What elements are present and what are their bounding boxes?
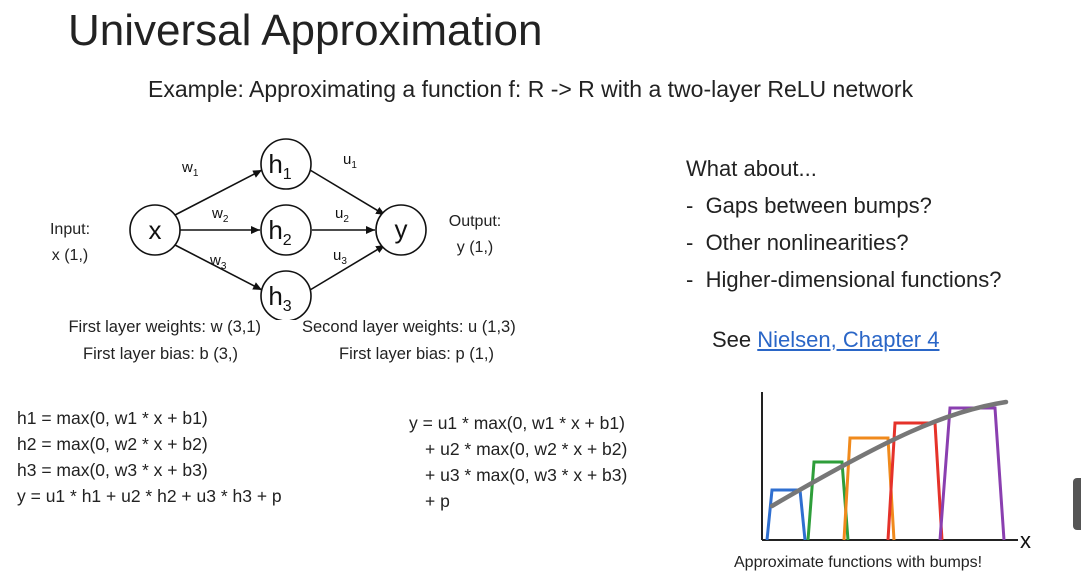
slide-subtitle: Example: Approximating a function f: R -… xyxy=(148,76,914,102)
node-h3-label: h3 xyxy=(268,281,291,315)
node-h1-label: h1 xyxy=(268,149,291,183)
second-layer-bias: First layer bias: p (1,) xyxy=(339,345,494,363)
equation-h1: h1 = max(0, w1 * x + b1) xyxy=(17,408,208,428)
second-layer-weights: Second layer weights: u (1,3) xyxy=(302,318,516,336)
edge-h1-y xyxy=(309,169,386,216)
weight-u2: u2 xyxy=(335,205,349,225)
node-x-label: x xyxy=(149,215,162,245)
question-item: Higher-dimensional functions? xyxy=(686,261,1002,298)
network-diagram: x h1 h2 h3 y w1 w2 w3 u1 u2 u3 Input: x … xyxy=(50,138,501,320)
see-reference: See Nielsen, Chapter 4 xyxy=(712,327,939,353)
weight-w2: w2 xyxy=(211,205,229,225)
equations-right: y = u1 * max(0, w1 * x + b1) + u2 * max(… xyxy=(409,410,627,514)
edge-x-h1 xyxy=(174,169,263,216)
side-scroll-handle[interactable] xyxy=(1073,478,1081,530)
weight-u1: u1 xyxy=(343,151,357,171)
edge-h3-y xyxy=(309,244,386,291)
bump-4 xyxy=(886,421,944,541)
equation-expanded-4: + p xyxy=(425,491,450,511)
nielsen-link[interactable]: Nielsen, Chapter 4 xyxy=(757,327,940,352)
weight-w1: w1 xyxy=(181,159,199,179)
weight-w3: w3 xyxy=(209,252,227,272)
node-x xyxy=(129,204,181,256)
see-prefix: See xyxy=(712,327,758,352)
equation-y: y = u1 * h1 + u2 * h2 + u3 * h3 + p xyxy=(17,486,282,506)
node-h3 xyxy=(260,270,312,320)
questions-list: What about... Gaps between bumps? Other … xyxy=(686,150,1002,298)
output-shape: y (1,) xyxy=(457,239,493,256)
equations-left: h1 = max(0, w1 * x + b1) h2 = max(0, w2 … xyxy=(17,405,282,509)
bump-plot: x xyxy=(761,392,1031,553)
bump-plot-caption: Approximate functions with bumps! xyxy=(734,554,983,571)
question-item: Other nonlinearities? xyxy=(686,224,1002,261)
question-item: Gaps between bumps? xyxy=(686,187,1002,224)
equation-h3: h3 = max(0, w3 * x + b3) xyxy=(17,460,208,480)
weight-u3: u3 xyxy=(333,247,347,267)
input-shape: x (1,) xyxy=(52,247,88,264)
slide-title: Universal Approximation xyxy=(68,6,543,55)
bump-5 xyxy=(938,406,1006,541)
node-h1 xyxy=(260,138,312,190)
first-layer-bias: First layer bias: b (3,) xyxy=(83,345,238,363)
node-h2 xyxy=(260,204,312,256)
x-axis-label: x xyxy=(1020,528,1031,553)
node-y-label: y xyxy=(395,214,408,244)
equation-expanded-2: + u2 * max(0, w2 * x + b2) xyxy=(425,439,628,459)
node-h2-label: h2 xyxy=(268,215,291,249)
equation-h2: h2 = max(0, w2 * x + b2) xyxy=(17,434,208,454)
equation-expanded-1: y = u1 * max(0, w1 * x + b1) xyxy=(409,413,625,433)
questions-heading: What about... xyxy=(686,156,817,181)
equation-expanded-3: + u3 * max(0, w3 * x + b3) xyxy=(425,465,628,485)
node-y xyxy=(375,204,427,256)
input-label: Input: xyxy=(50,221,90,238)
first-layer-weights: First layer weights: w (3,1) xyxy=(68,318,261,336)
edge-x-h3 xyxy=(174,244,263,291)
bump-1 xyxy=(765,488,807,541)
target-function-curve xyxy=(769,399,1009,509)
output-label: Output: xyxy=(449,213,501,230)
